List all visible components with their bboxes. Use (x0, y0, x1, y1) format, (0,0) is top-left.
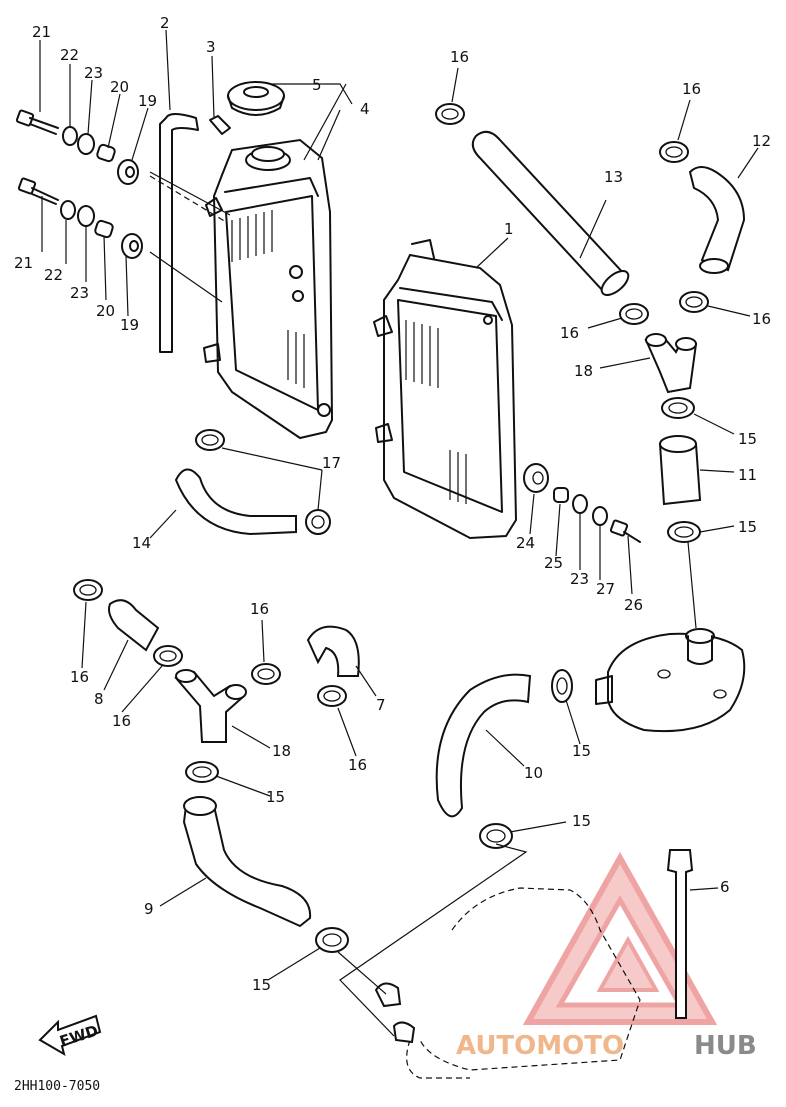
callout-12: 12 (752, 132, 771, 150)
callout-16: 16 (70, 668, 89, 686)
callout-25: 25 (544, 554, 563, 572)
callout-15: 15 (738, 518, 757, 536)
callout-11: 11 (738, 466, 757, 484)
radiator-right (373, 239, 518, 540)
callout-22: 22 (60, 46, 79, 64)
callout-16: 16 (682, 80, 701, 98)
hose-clamp-15-a (661, 397, 695, 419)
callout-16: 16 (348, 756, 367, 774)
hose-13 (471, 130, 630, 296)
y-joint-18-lower (174, 669, 247, 743)
callout-16: 16 (450, 48, 469, 66)
hose-clamp-15-c (185, 761, 219, 783)
drawing-code: 2HH100-7050 (14, 1079, 100, 1094)
hose-clamp-15-e (479, 823, 513, 849)
callout-2: 2 (160, 14, 170, 32)
hose-clamp-15-b (667, 521, 701, 543)
callout-21: 21 (32, 23, 51, 41)
hose-clip (209, 115, 231, 135)
callout-18: 18 (574, 362, 593, 380)
hose-12 (688, 166, 746, 274)
callout-13: 13 (604, 168, 623, 186)
overflow-hose (159, 113, 199, 353)
hose-clamp-15-f (315, 927, 349, 953)
callout-23: 23 (84, 64, 103, 82)
callout-22: 22 (44, 266, 63, 284)
callout-7: 7 (376, 696, 386, 714)
cable-strap (666, 849, 694, 1019)
y-joint-18-upper (644, 333, 698, 394)
engine-outline (374, 887, 641, 1079)
callout-16: 16 (112, 712, 131, 730)
hose-14 (174, 468, 297, 536)
callout-6: 6 (720, 878, 730, 896)
hose-clamp-17-a (195, 429, 225, 451)
hose-clamp-16-top (435, 103, 465, 125)
hose-8 (108, 599, 160, 652)
callout-15: 15 (252, 976, 271, 994)
callout-23: 23 (70, 284, 89, 302)
callout-19: 19 (138, 92, 157, 110)
callout-20: 20 (96, 302, 115, 320)
leader-lines (39, 29, 759, 1037)
watermark-text: AUTOMOTO HUB (456, 1031, 757, 1061)
callout-24: 24 (516, 534, 535, 552)
hose-clamp-17-b (305, 509, 331, 535)
callout-18: 18 (272, 742, 291, 760)
callout-15: 15 (572, 742, 591, 760)
hose-11 (658, 435, 702, 506)
callout-20: 20 (110, 78, 129, 96)
mounting-hardware-lower (17, 177, 143, 259)
callout-14: 14 (132, 534, 151, 552)
mounting-hardware-upper (15, 109, 139, 185)
callout-1: 1 (504, 220, 514, 238)
callout-4: 4 (360, 100, 370, 118)
callout-9: 9 (144, 900, 154, 918)
radiator-cap (227, 81, 285, 116)
callout-15: 15 (266, 788, 285, 806)
callout-16: 16 (752, 310, 771, 328)
callout-16: 16 (560, 324, 579, 342)
mounting-hardware-right (523, 463, 641, 543)
callout-26: 26 (624, 596, 643, 614)
watermark-logo (522, 851, 718, 1025)
hose-clamp-16-12 (659, 141, 689, 163)
hose-clamp-16-e (73, 579, 103, 601)
callout-21: 21 (14, 254, 33, 272)
fwd-label: FWD (57, 1021, 100, 1050)
hose-clamp-16-pair (619, 291, 709, 325)
water-pump-housing (595, 628, 746, 733)
watermark-text-hub: HUB (694, 1031, 757, 1061)
callout-10: 10 (524, 764, 543, 782)
callout-3: 3 (206, 38, 216, 56)
callout-16: 16 (250, 600, 269, 618)
hose-clamp-15-d (551, 669, 573, 703)
callout-19: 19 (120, 316, 139, 334)
hose-clamp-16-g (251, 663, 281, 685)
forward-arrow-icon: FWD (38, 1014, 102, 1057)
watermark-text-automoto: AUTOMOTO (456, 1031, 624, 1061)
callout-15: 15 (738, 430, 757, 448)
callout-8: 8 (94, 690, 104, 708)
callout-23: 23 (570, 570, 589, 588)
radiator-left (203, 138, 334, 440)
hose-10 (435, 673, 532, 818)
hose-9 (182, 796, 312, 928)
callout-15: 15 (572, 812, 591, 830)
hose-clamp-16-h (317, 685, 347, 707)
callout-labels: 21 22 23 20 19 2 3 5 4 21 22 23 20 19 16… (14, 14, 771, 994)
callout-17: 17 (322, 454, 341, 472)
hose-7 (306, 625, 360, 677)
callout-5: 5 (312, 76, 322, 94)
hose-clamp-16-f (153, 645, 183, 667)
callout-27: 27 (596, 580, 615, 598)
